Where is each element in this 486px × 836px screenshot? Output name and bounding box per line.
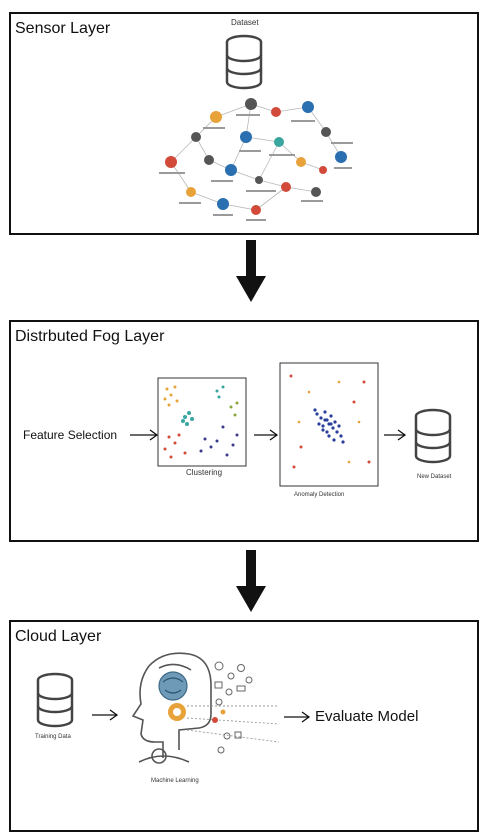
clustering-label: Clustering bbox=[186, 468, 223, 477]
sensor-layer-panel: Sensor Layer Dataset bbox=[9, 12, 479, 235]
fog-layer-title: Distrbuted Fog Layer bbox=[15, 328, 165, 345]
down-arrow-2 bbox=[236, 550, 266, 612]
anomaly-detection-label: Anomaly Detection bbox=[294, 492, 345, 498]
arrow-right-1 bbox=[130, 429, 159, 441]
cloud-layer-title: Cloud Layer bbox=[15, 628, 102, 645]
down-arrow-1 bbox=[236, 240, 266, 302]
sensor-layer-title: Sensor Layer bbox=[15, 20, 111, 37]
arrow-right-4 bbox=[92, 709, 119, 721]
machine-learning-label: Machine Learning bbox=[151, 778, 199, 784]
arrow-right-2 bbox=[254, 429, 279, 441]
arrow-right-3 bbox=[384, 429, 407, 441]
dataset-label: Dataset bbox=[231, 18, 259, 27]
fog-layer-panel: Distrbuted Fog Layer Feature Selection C… bbox=[9, 320, 479, 542]
new-dataset-label: New Dataset bbox=[417, 474, 452, 480]
machine-learning-robot-graphic bbox=[131, 652, 280, 764]
feature-selection-label: Feature Selection bbox=[23, 428, 118, 442]
arrow-right-5 bbox=[284, 711, 311, 723]
anomaly-detection-scatter-plot bbox=[279, 362, 379, 487]
clustering-scatter-plot bbox=[157, 377, 247, 467]
new-dataset-database-icon bbox=[414, 408, 452, 464]
evaluate-model-label: Evaluate Model bbox=[315, 708, 419, 725]
sensor-network-graphic bbox=[159, 98, 353, 221]
training-data-label: Training Data bbox=[35, 734, 71, 740]
training-data-database-icon bbox=[36, 672, 74, 728]
cloud-layer-panel: Cloud Layer Training Data bbox=[9, 620, 479, 832]
database-icon bbox=[225, 34, 263, 90]
